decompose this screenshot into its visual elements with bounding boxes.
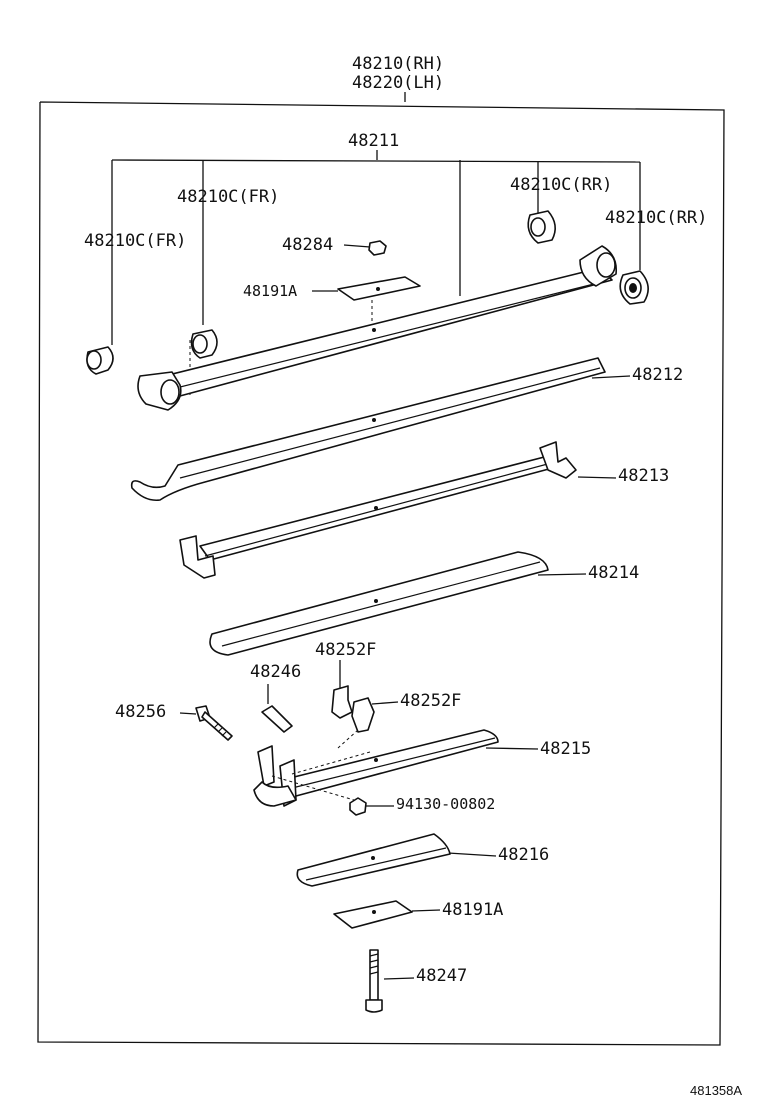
label-48252f-lower: 48252F [400, 691, 461, 711]
assembly-label-lh: 48220(LH) [352, 73, 444, 93]
nut-48284 [368, 240, 387, 256]
pad-48191a-top [337, 276, 421, 322]
leader-48284 [343, 244, 371, 248]
label-48210c-rr-lower: 48210C(RR) [605, 208, 707, 228]
leaf-48212 [130, 357, 606, 502]
bushing-fr-left [86, 346, 114, 375]
label-48210c-fr-lower: 48210C(FR) [84, 231, 186, 251]
label-48214: 48214 [588, 563, 639, 583]
label-48213: 48213 [618, 466, 669, 486]
label-48246: 48246 [250, 662, 301, 682]
bushing-fr-right [189, 329, 218, 395]
pin-48246 [261, 705, 293, 733]
leader-48247 [383, 977, 415, 980]
leader-48256 [179, 712, 197, 715]
leader-48214 [537, 573, 587, 576]
leaf-48216 [296, 833, 451, 887]
label-48216: 48216 [498, 845, 549, 865]
leaf-48214 [209, 551, 549, 656]
leader-48216 [447, 852, 497, 857]
main-leaf-bracket [111, 150, 641, 345]
leaf-48213 [179, 441, 577, 579]
assembly-label-rh: 48210(RH) [352, 54, 444, 74]
label-48191a-bottom: 48191A [442, 900, 503, 920]
label-48252f-upper: 48252F [315, 640, 376, 660]
leader-48215 [485, 747, 539, 750]
leaf-48215 [253, 729, 499, 807]
bushing-rr-left [527, 210, 556, 244]
label-48215: 48215 [540, 739, 591, 759]
figure-id: 481358A [690, 1083, 742, 1098]
label-48256: 48256 [115, 702, 166, 722]
bolt-48256 [195, 705, 233, 741]
main-leaf-48211 [137, 245, 618, 411]
clip-48252f-upper [331, 685, 353, 719]
label-48211: 48211 [348, 131, 399, 151]
label-48210c-fr-upper: 48210C(FR) [177, 187, 279, 207]
label-48191a-top: 48191A [243, 282, 297, 300]
label-48212: 48212 [632, 365, 683, 385]
nut-94130-00802 [349, 797, 367, 816]
bushing-rr-right [619, 270, 649, 305]
pad-48191a-bottom [333, 900, 413, 929]
leader-48191a-bottom [411, 909, 441, 912]
assembly-frame [37, 101, 725, 1046]
label-94130-00802: 94130-00802 [396, 795, 495, 813]
leader-48213 [577, 476, 617, 479]
center-bolt-48247 [365, 949, 383, 1013]
label-48284: 48284 [282, 235, 333, 255]
label-48210c-rr-upper: 48210C(RR) [510, 175, 612, 195]
clip-48252f-lower [337, 697, 375, 749]
leader-48212 [591, 375, 631, 379]
leader-48252f-lower [371, 701, 399, 705]
label-48247: 48247 [416, 966, 467, 986]
